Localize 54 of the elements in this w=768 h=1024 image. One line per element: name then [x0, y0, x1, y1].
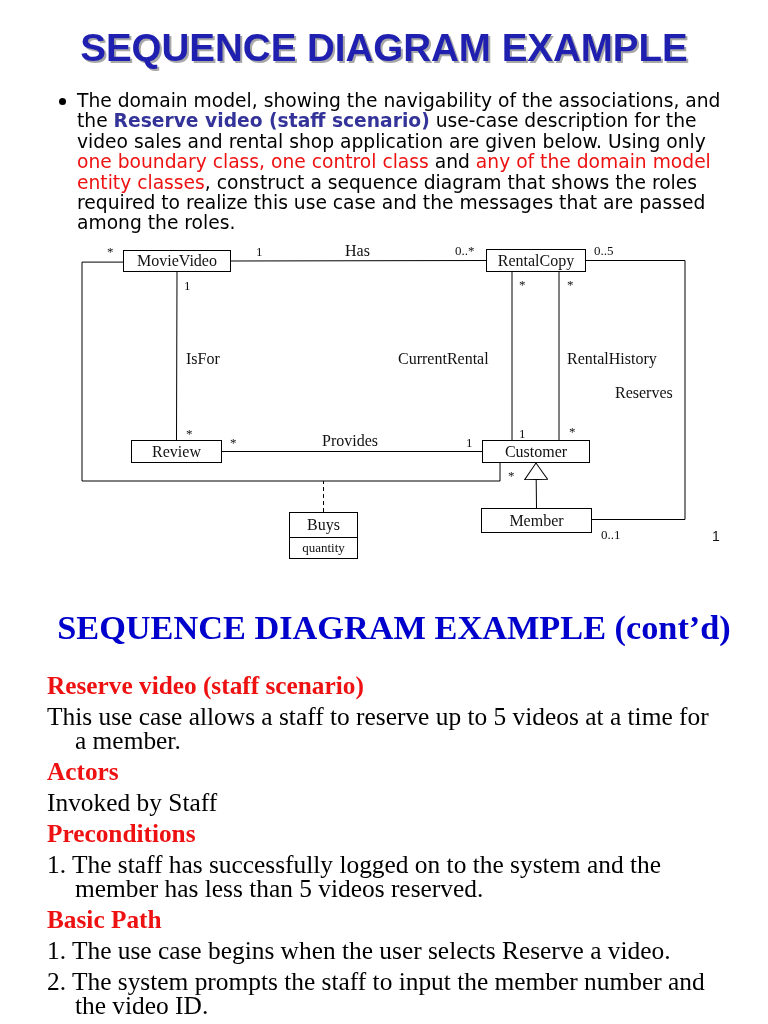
association-class-box: [289, 512, 358, 559]
section-heading: Basic Path: [47, 907, 162, 931]
association-line: [511, 271, 513, 441]
attribute-text: quantity: [290, 537, 357, 558]
generalization-arrow: [524, 462, 549, 509]
class-box: [482, 440, 590, 463]
multiplicity-label: *: [107, 245, 114, 258]
class-name: Review: [151, 441, 202, 462]
association-line: [230, 260, 487, 262]
association-line: [81, 261, 501, 482]
body-text: This use case allows a staff to reserve up to 5 videos at a time for a member.: [47, 704, 710, 752]
dashed-connector: [323, 480, 324, 513]
page-number: 1: [712, 529, 720, 543]
multiplicity-label: 0..1: [601, 528, 621, 541]
class-box: [486, 249, 586, 272]
multiplicity-label: 1: [466, 436, 473, 449]
class-box: [131, 440, 222, 463]
multiplicity-label: *: [519, 278, 526, 291]
multiplicity-label: 1: [519, 427, 526, 440]
multiplicity-label: 1: [256, 245, 263, 258]
association-line: [558, 271, 560, 441]
class-name: RentalCopy: [496, 250, 576, 271]
edge-label: CurrentRental: [398, 351, 489, 367]
section-heading: Preconditions: [47, 821, 196, 845]
body-text: 2. The system prompts the staff to input the member number and the video ID.: [47, 969, 706, 1017]
section-heading: Actors: [47, 759, 119, 783]
edge-label: IsFor: [186, 351, 220, 367]
edge-label: Provides: [322, 433, 378, 449]
multiplicity-label: 0..*: [455, 244, 475, 257]
class-name: Member: [508, 510, 565, 531]
association-line: [585, 260, 686, 520]
instruction-paragraph: The domain model, showing the navigability of the associations, and the Reserve video (staff scenario) use-case description for the video sales and rental shop application are given below. Using only one boundary class, one control class and any of the domain model entity classes, construct a sequence diagram that shows the roles required to realize this use case and the messages that are passed among the roles.: [77, 91, 722, 234]
multiplicity-label: *: [230, 436, 237, 449]
association-line: [221, 451, 483, 452]
class-box: [481, 508, 592, 533]
multiplicity-label: *: [186, 427, 193, 440]
body-text: Invoked by Staff: [47, 790, 218, 814]
multiplicity-label: *: [508, 469, 515, 482]
body-text: 1. The staff has successfully logged on to the system and the member has less than 5 videos reserved.: [47, 852, 662, 900]
multiplicity-label: 1: [184, 279, 191, 292]
class-name: Customer: [503, 441, 569, 462]
multiplicity-label: 0..5: [594, 244, 614, 257]
body-text: 1. The use case begins when the user selects Reserve a video.: [47, 938, 671, 962]
slide-heading: SEQUENCE DIAGRAM EXAMPLE (cont’d): [57, 607, 731, 647]
edge-label: RentalHistory: [567, 351, 657, 367]
class-box: [123, 250, 231, 272]
multiplicity-label: *: [567, 278, 574, 291]
edge-label: Reserves: [615, 385, 673, 401]
class-name: MovieVideo: [136, 251, 218, 271]
edge-label: Has: [345, 243, 370, 259]
association-line: [176, 271, 178, 441]
class-name: Buys: [306, 515, 341, 536]
multiplicity-label: *: [569, 425, 576, 438]
slide-title: SEQUENCE DIAGRAM EXAMPLE: [80, 26, 688, 70]
